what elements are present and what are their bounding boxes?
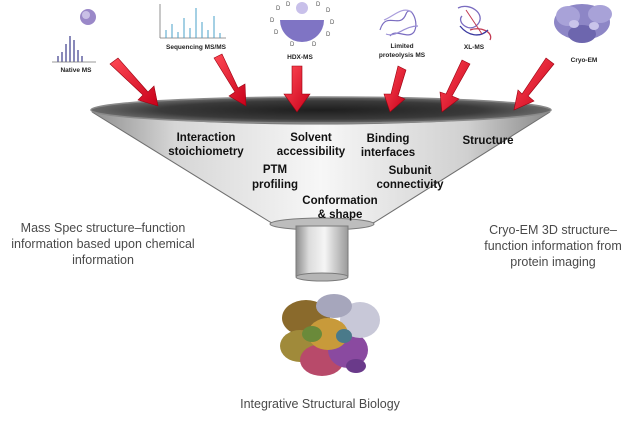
left-caption-line1: Mass Spec structure–function xyxy=(20,221,186,235)
integrated-protein-complex-image xyxy=(280,294,380,376)
cryo-em-density-image xyxy=(554,4,612,43)
left-caption: Mass Spec structure–function information… xyxy=(8,220,198,268)
funnel-label-binding-line2: interfaces xyxy=(361,147,415,159)
funnel-label-subunit-line2: connectivity xyxy=(376,179,444,191)
right-caption-line1: Cryo-EM 3D structure– xyxy=(489,223,617,237)
sequencing-msms-label: Sequencing MS/MS xyxy=(166,44,227,51)
svg-text:D: D xyxy=(276,6,281,12)
funnel-label-ptm-line1: PTM xyxy=(263,164,287,176)
funnel-label-solvent-line2: accessibility xyxy=(277,146,346,158)
native-ms-label: Native MS xyxy=(60,67,92,74)
funnel-label-ptm-line2: profiling xyxy=(252,179,298,191)
svg-text:D: D xyxy=(326,8,331,14)
xl-ms-ribbon-image xyxy=(457,5,492,41)
funnel-label-conformation-line2: & shape xyxy=(318,209,363,221)
funnel-label-solvent-line1: Solvent xyxy=(290,132,332,144)
arrow-limited-proteolysis xyxy=(383,65,407,113)
svg-text:D: D xyxy=(330,20,335,26)
right-caption-line2: function information from xyxy=(484,239,622,253)
left-caption-line2: information based upon chemical xyxy=(11,237,195,251)
input-arrows xyxy=(109,53,555,113)
funnel-label-binding-line1: Binding xyxy=(367,133,410,145)
xl-ms-label: XL-MS xyxy=(464,44,485,51)
svg-text:D: D xyxy=(316,2,321,8)
native-ms-spectrum-image xyxy=(52,9,96,63)
svg-text:D: D xyxy=(312,42,317,48)
funnel-label-interaction-line1: Interaction xyxy=(177,132,236,144)
arrow-native-ms xyxy=(109,57,159,107)
arrow-hdx-ms xyxy=(283,65,311,113)
funnel-rim xyxy=(90,96,552,124)
cryo-em-label: Cryo-EM xyxy=(571,57,598,64)
limited-proteolysis-ribbon-image xyxy=(379,9,419,37)
funnel-label-subunit-line1: Subunit xyxy=(389,165,432,177)
svg-text:D: D xyxy=(290,42,295,48)
limited-proteolysis-label-line1: Limited xyxy=(390,43,413,50)
svg-text:D: D xyxy=(286,2,291,8)
left-caption-line3: information xyxy=(72,253,134,267)
arrow-xl-ms xyxy=(439,59,471,113)
hdx-ms-label: HDX-MS xyxy=(287,54,313,61)
svg-text:D: D xyxy=(274,30,279,36)
funnel-spout-bottom xyxy=(295,272,349,282)
arrow-cryo-em xyxy=(513,57,555,111)
hdx-ms-protein-image: D D D D D D D D D D xyxy=(270,2,335,48)
funnel-label-interaction-line2: stoichiometry xyxy=(168,146,244,158)
right-caption-line3: protein imaging xyxy=(510,255,596,269)
right-caption: Cryo-EM 3D structure– function informati… xyxy=(468,222,638,270)
sequencing-msms-spectrum-image xyxy=(159,4,226,39)
funnel-spout xyxy=(295,225,349,281)
svg-text:D: D xyxy=(270,18,275,24)
funnel xyxy=(90,96,552,282)
limited-proteolysis-label-line2: proteolysis MS xyxy=(379,52,426,59)
arrow-sequencing-msms xyxy=(213,53,247,107)
svg-text:D: D xyxy=(326,32,331,38)
funnel-label-conformation-line1: Conformation xyxy=(302,195,377,207)
bottom-caption: Integrative Structural Biology xyxy=(240,397,400,411)
funnel-label-structure: Structure xyxy=(462,135,513,147)
